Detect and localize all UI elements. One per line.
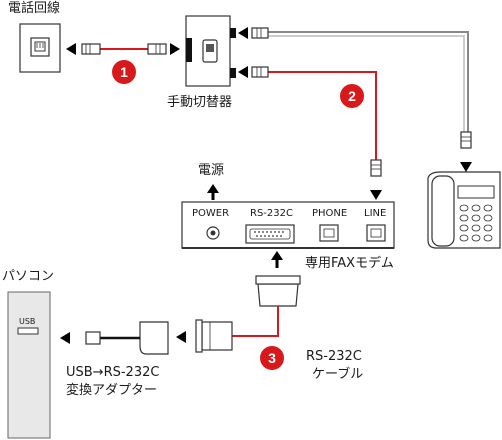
- phone-port: [319, 224, 339, 242]
- pc-usb-label: USB: [19, 317, 36, 326]
- arrow-to-line: [370, 190, 382, 200]
- arrow-to-pc: [60, 332, 70, 344]
- power-arrow: [207, 184, 219, 200]
- arrow-to-phone: [460, 162, 472, 172]
- cable-2: [238, 66, 382, 200]
- plug-left-1: [81, 43, 101, 55]
- plug-gray-top: [251, 27, 269, 39]
- arrow-right-1: [170, 43, 180, 55]
- usb-adapter: [85, 321, 169, 355]
- arrow-to-switch-bottom: [238, 66, 248, 78]
- step-2-number: 2: [348, 88, 356, 104]
- pc-label: パソコン: [2, 269, 55, 284]
- keypad: [459, 204, 493, 242]
- port-label-line: LINE: [364, 208, 387, 219]
- plug-2-bottom: [370, 159, 382, 177]
- manual-switch: [185, 15, 236, 87]
- port-label-power: POWER: [192, 208, 230, 219]
- step-marker-3: 3: [260, 346, 284, 370]
- step-1-number: 1: [120, 64, 128, 80]
- adapter-label-line2: 変換アダプター: [66, 383, 158, 398]
- rs232c-port: [245, 224, 295, 244]
- arrow-to-rs232c: [271, 251, 283, 268]
- modem-label: 専用FAXモデム: [305, 256, 394, 271]
- fax-modem: [181, 201, 395, 249]
- step-marker-1: 1: [112, 60, 136, 84]
- pc-tower: [7, 291, 51, 439]
- plug-gray-bottom: [460, 131, 472, 149]
- db-connector-left: [195, 319, 233, 353]
- arrow-left-1: [66, 43, 76, 55]
- port-label-rs232c: RS-232C: [250, 208, 293, 219]
- line-port: [366, 224, 386, 242]
- port-label-phone: PHONE: [312, 208, 348, 219]
- cable-1: [66, 43, 180, 55]
- plug-2-top: [251, 66, 269, 78]
- gray-cable: [238, 27, 472, 172]
- db-connector-top: [257, 283, 299, 307]
- cable-label-line1: RS-232C: [306, 349, 362, 364]
- plug-right-1: [147, 43, 167, 55]
- cable-3: [195, 275, 301, 353]
- arrow-to-switch-top: [238, 27, 248, 39]
- step-marker-2: 2: [340, 84, 364, 108]
- power-label: 電源: [198, 163, 225, 178]
- switch-label: 手動切替器: [167, 95, 233, 110]
- step-3-number: 3: [268, 350, 276, 366]
- cable-label-line2: ケーブル: [312, 367, 364, 382]
- telephone: [427, 171, 501, 249]
- phone-line-label: 電話回線: [8, 1, 61, 16]
- adapter-label-line1: USB→RS-232C: [66, 365, 160, 380]
- arrow-to-adapter: [176, 331, 186, 343]
- wall-jack: [19, 23, 61, 73]
